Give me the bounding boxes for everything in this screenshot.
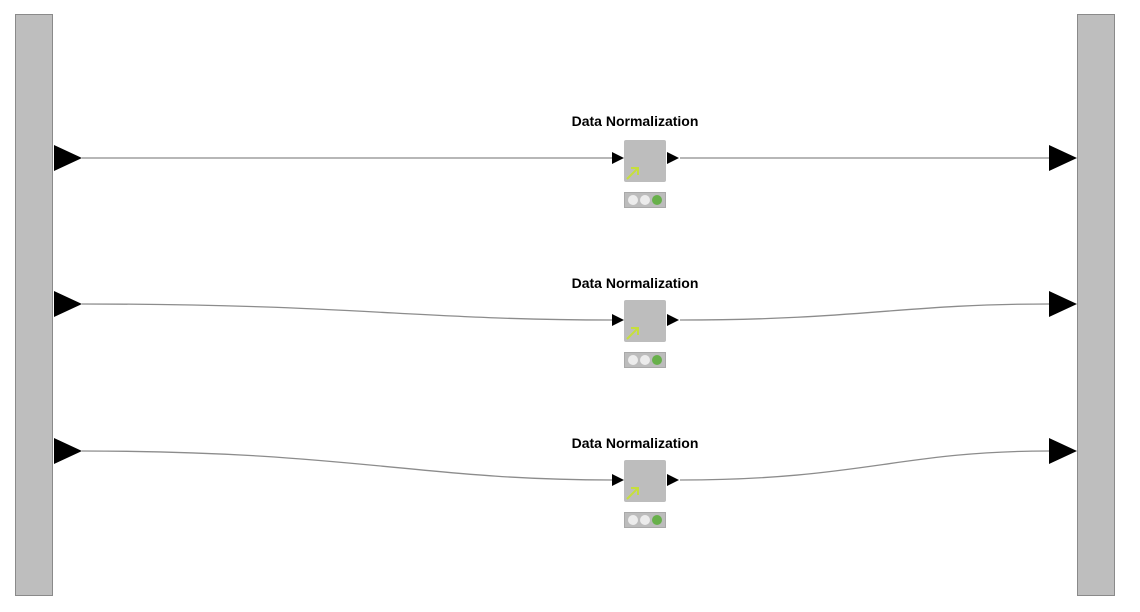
connection-in-2[interactable] xyxy=(81,303,613,321)
node-label-1: Data Normalization xyxy=(571,113,699,129)
status-light xyxy=(652,515,662,525)
status-light xyxy=(652,195,662,205)
connection-in-3[interactable] xyxy=(81,450,613,481)
node-status-indicator-2 xyxy=(624,352,666,368)
status-light xyxy=(628,515,638,525)
workflow-input-bar[interactable] xyxy=(15,14,53,596)
status-light xyxy=(640,195,650,205)
node-label-3: Data Normalization xyxy=(571,435,699,451)
node-label-2: Data Normalization xyxy=(571,275,699,291)
node-status-indicator-3 xyxy=(624,512,666,528)
workflow-output-bar[interactable] xyxy=(1077,14,1115,596)
normalizer-node-1[interactable] xyxy=(624,140,666,182)
workflow-in-port-3[interactable] xyxy=(54,438,82,464)
connection-out-2[interactable] xyxy=(679,303,1050,321)
workflow-in-port-1[interactable] xyxy=(54,145,82,171)
connection-out-3[interactable] xyxy=(679,450,1050,481)
node-output-port-1[interactable] xyxy=(667,152,679,164)
normalizer-node-3[interactable] xyxy=(624,460,666,502)
status-light xyxy=(640,355,650,365)
normalize-arrow-icon xyxy=(626,327,639,340)
node-status-indicator-1 xyxy=(624,192,666,208)
workflow-out-port-2[interactable] xyxy=(1049,291,1077,317)
normalize-arrow-icon xyxy=(626,167,639,180)
node-input-port-2[interactable] xyxy=(612,314,624,326)
normalize-arrow-icon xyxy=(626,487,639,500)
workflow-out-port-3[interactable] xyxy=(1049,438,1077,464)
status-light xyxy=(628,355,638,365)
status-light xyxy=(640,515,650,525)
workflow-in-port-2[interactable] xyxy=(54,291,82,317)
node-input-port-1[interactable] xyxy=(612,152,624,164)
node-output-port-3[interactable] xyxy=(667,474,679,486)
workflow-out-port-1[interactable] xyxy=(1049,145,1077,171)
node-input-port-3[interactable] xyxy=(612,474,624,486)
node-output-port-2[interactable] xyxy=(667,314,679,326)
status-light xyxy=(628,195,638,205)
normalizer-node-2[interactable] xyxy=(624,300,666,342)
status-light xyxy=(652,355,662,365)
